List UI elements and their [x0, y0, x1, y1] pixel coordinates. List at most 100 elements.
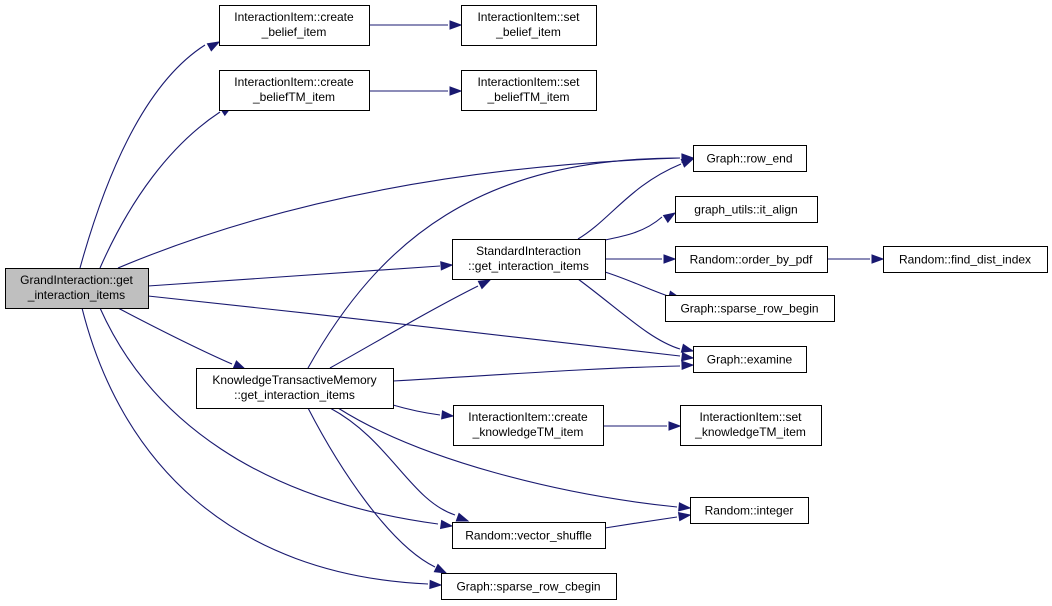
arrowhead [439, 519, 454, 530]
node-std[interactable]: StandardInteraction::get_interaction_ite… [452, 239, 606, 280]
node-layer: GrandInteraction::get_interaction_itemsI… [5, 5, 1048, 600]
edge-vshuf-to-integer [604, 512, 692, 529]
node-label-line: graph_utils::it_align [694, 203, 797, 217]
node-box [680, 405, 822, 446]
edge-grand-to-exam [147, 295, 695, 362]
edge-grand-to-ktm [117, 307, 247, 370]
edge-cbi-to-sbi [369, 20, 463, 30]
arrowhead [681, 351, 695, 362]
arrowhead [681, 360, 695, 371]
arrowhead [871, 254, 885, 264]
node-srb[interactable]: Graph::sparse_row_begin [665, 295, 835, 322]
edge-ktm-to-rowend [307, 153, 695, 369]
node-box [690, 497, 809, 524]
node-sbtm[interactable]: InteractionItem::set_beliefTM_item [461, 70, 597, 111]
edge-line [392, 404, 441, 416]
node-vshuf[interactable]: Random::vector_shuffle [452, 522, 606, 549]
node-opdf[interactable]: Random::order_by_pdf [675, 246, 828, 273]
arrowhead [668, 421, 682, 431]
node-box [675, 246, 828, 273]
node-cbtm[interactable]: InteractionItem::create_beliefTM_item [219, 70, 370, 111]
edge-line [99, 307, 439, 525]
node-label-line: _belief_item [495, 25, 561, 39]
node-label-line: InteractionItem::set [477, 10, 580, 24]
node-label-line: InteractionItem::set [699, 410, 802, 424]
edge-grand-to-vshuf [99, 307, 454, 530]
arrowhead [455, 512, 470, 522]
node-sbi[interactable]: InteractionItem::set_belief_item [461, 5, 597, 46]
node-label-line: _beliefTM_item [486, 90, 569, 104]
edge-layer [79, 20, 885, 590]
node-label-line: Graph::examine [707, 353, 793, 367]
edge-line [604, 516, 678, 529]
node-grand[interactable]: GrandInteraction::get_interaction_items [5, 268, 149, 309]
node-label-line: KnowledgeTransactiveMemory [212, 373, 376, 387]
edge-line [307, 157, 681, 369]
edge-std-to-align [604, 212, 677, 241]
edge-grand-to-srcb [81, 307, 443, 590]
edge-ktm-to-integer [337, 407, 692, 512]
arrowhead [449, 86, 463, 96]
node-box [693, 346, 807, 373]
edge-line [604, 271, 669, 297]
node-label-line: InteractionItem::create [468, 410, 588, 424]
node-label-line: Random::vector_shuffle [465, 529, 592, 543]
arrowhead [429, 579, 443, 590]
edge-std-to-srb [604, 271, 682, 300]
arrowhead [440, 261, 454, 271]
arrowhead [681, 153, 695, 163]
node-label-line: _belief_item [261, 25, 327, 39]
edge-line [117, 307, 233, 365]
edge-ktm-to-std [329, 279, 492, 369]
node-cbi[interactable]: InteractionItem::create_belief_item [219, 5, 370, 46]
node-align[interactable]: graph_utils::it_align [675, 196, 818, 223]
edge-line [577, 163, 682, 240]
node-box [452, 522, 606, 549]
edge-line [604, 216, 663, 241]
edge-line [117, 157, 681, 269]
node-label-line: Graph::row_end [706, 152, 792, 166]
edge-ktm-to-exam [392, 360, 695, 382]
node-box [461, 5, 597, 46]
node-label-line: _knowledgeTM_item [472, 425, 584, 439]
node-box [441, 573, 617, 600]
edge-line [79, 44, 206, 269]
node-box [693, 145, 807, 172]
node-label-line: _knowledgeTM_item [694, 425, 806, 439]
edge-line [99, 111, 221, 269]
node-box [461, 70, 597, 111]
node-label-line: InteractionItem::create [234, 10, 354, 24]
edge-grand-to-std [147, 261, 454, 287]
node-exam[interactable]: Graph::examine [693, 346, 807, 373]
node-label-line: ::get_interaction_items [234, 388, 355, 402]
node-box [453, 405, 604, 446]
edge-ckt-to-skt [603, 421, 682, 431]
node-box [883, 246, 1048, 273]
arrowhead [433, 563, 448, 574]
node-ktm[interactable]: KnowledgeTransactiveMemory::get_interact… [196, 368, 394, 409]
node-label-line: GrandInteraction::get [20, 273, 133, 287]
arrowhead [662, 212, 677, 224]
node-label-line: Random::integer [705, 504, 794, 518]
node-box [5, 268, 149, 309]
node-label-line: ::get_interaction_items [468, 259, 589, 273]
node-fdi[interactable]: Random::find_dist_index [883, 246, 1048, 273]
arrowhead [206, 41, 221, 52]
node-skt[interactable]: InteractionItem::set_knowledgeTM_item [680, 405, 822, 446]
node-ckt[interactable]: InteractionItem::create_knowledgeTM_item [453, 405, 604, 446]
node-integer[interactable]: Random::integer [690, 497, 809, 524]
arrowhead [441, 410, 455, 420]
node-box [665, 295, 835, 322]
edge-grand-to-cbtm [99, 105, 234, 269]
arrowhead [677, 512, 692, 522]
arrowhead [232, 360, 247, 370]
node-label-line: _interaction_items [27, 288, 125, 302]
node-label-line: Graph::sparse_row_cbegin [456, 580, 600, 594]
node-box [219, 70, 370, 111]
node-rowend[interactable]: Graph::row_end [693, 145, 807, 172]
node-label-line: Random::order_by_pdf [690, 253, 813, 267]
node-srcb[interactable]: Graph::sparse_row_cbegin [441, 573, 617, 600]
node-label-line: Graph::sparse_row_begin [680, 302, 818, 316]
node-box [196, 368, 394, 409]
